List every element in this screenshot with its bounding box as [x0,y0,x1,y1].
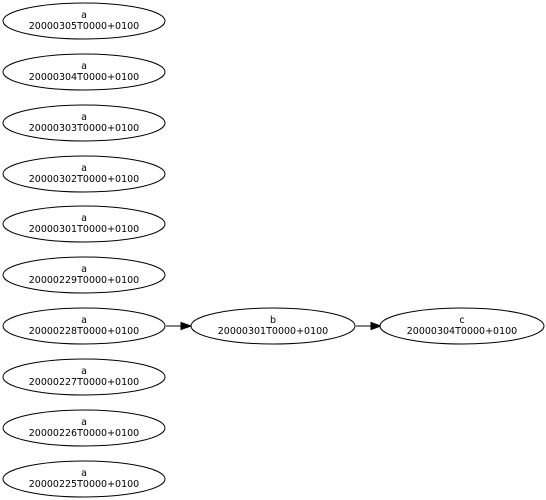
arrow-head-icon [180,321,193,331]
node-name: c [459,315,464,326]
node-name: a [81,366,87,377]
node-name: a [81,468,87,479]
node-date: 20000301T0000+0100 [218,326,328,337]
node-date: 20000303T0000+0100 [29,123,139,134]
node-date: 20000227T0000+0100 [29,377,139,388]
node-date: 20000226T0000+0100 [29,428,139,439]
node-a-20000229[interactable]: a 20000229T0000+0100 [2,256,166,294]
node-ellipse [2,358,166,396]
node-a-20000305[interactable]: a 20000305T0000+0100 [2,2,166,40]
node-ellipse [2,409,166,447]
node-ellipse [2,2,166,40]
node-name: b [270,315,276,326]
node-ellipse [190,307,356,345]
node-ellipse [2,205,166,243]
node-name: a [81,112,87,123]
node-date: 20000225T0000+0100 [29,479,139,490]
node-ellipse [2,53,166,91]
node-name: a [81,264,87,275]
node-date: 20000228T0000+0100 [29,326,139,337]
node-a-20000301[interactable]: a 20000301T0000+0100 [2,205,166,243]
node-b-20000301[interactable]: b 20000301T0000+0100 [190,307,356,345]
node-ellipse [2,460,166,498]
node-name: a [81,61,87,72]
node-a-20000227[interactable]: a 20000227T0000+0100 [2,358,166,396]
node-ellipse [379,307,545,345]
node-a-20000225[interactable]: a 20000225T0000+0100 [2,460,166,498]
node-date: 20000304T0000+0100 [407,326,517,337]
node-a-20000302[interactable]: a 20000302T0000+0100 [2,155,166,193]
node-a-20000303[interactable]: a 20000303T0000+0100 [2,104,166,142]
arrow-head-icon [370,321,383,331]
node-ellipse [2,256,166,294]
node-ellipse [2,307,166,345]
node-ellipse [2,155,166,193]
node-a-20000304[interactable]: a 20000304T0000+0100 [2,53,166,91]
node-name: a [81,213,87,224]
node-name: a [81,10,87,21]
node-date: 20000304T0000+0100 [29,72,139,83]
node-a-20000228[interactable]: a 20000228T0000+0100 [2,307,166,345]
node-date: 20000301T0000+0100 [29,224,139,235]
node-name: a [81,163,87,174]
node-name: a [81,417,87,428]
edge-a-20000228-to-b-20000301 [166,321,193,331]
node-date: 20000229T0000+0100 [29,275,139,286]
edge-b-20000301-to-c-20000304 [356,321,383,331]
node-name: a [81,315,87,326]
node-ellipse [2,104,166,142]
node-date: 20000305T0000+0100 [29,21,139,32]
node-c-20000304[interactable]: c 20000304T0000+0100 [379,307,545,345]
node-date: 20000302T0000+0100 [29,174,139,185]
node-a-20000226[interactable]: a 20000226T0000+0100 [2,409,166,447]
